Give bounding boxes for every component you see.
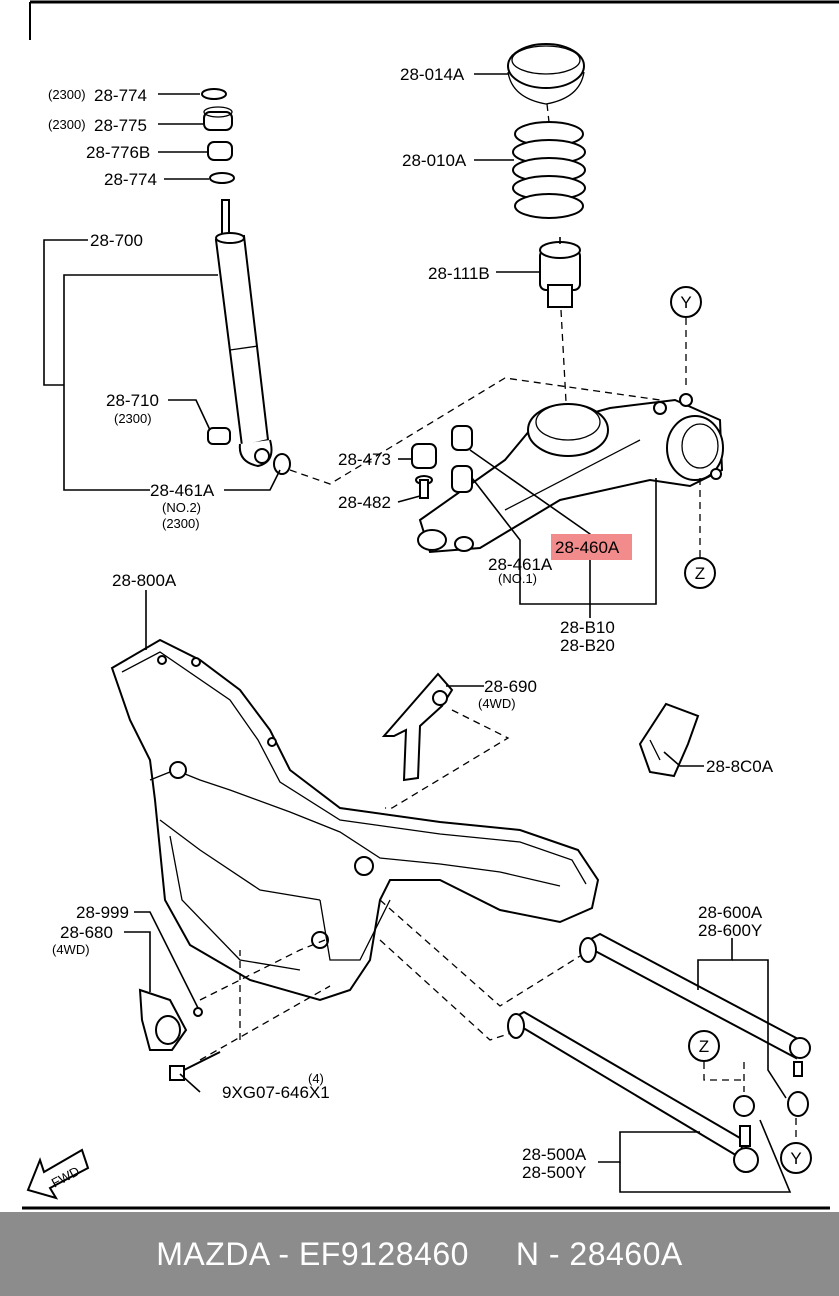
bracket-4wd-part [381,672,454,782]
bolt-part [169,1051,221,1081]
ref-marker-y-bottom: Y [780,1142,812,1174]
label-variant-2300-d: (2300) [162,516,200,531]
label-28-600a[interactable]: 28-600A [698,903,763,922]
svg-text:Y: Y [790,1149,801,1168]
spring-seat-part [507,43,585,105]
label-28-461a-no1[interactable]: 28-461A [488,555,553,574]
label-28-8c0a[interactable]: 28-8C0A [706,757,774,776]
label-qty-4: (4) [308,1071,324,1086]
label-bolt-9xg07[interactable]: 9XG07-646X1 [222,1083,330,1102]
label-28-460a-highlighted[interactable]: 28-460A [555,538,620,557]
lateral-link-600-part [579,932,811,1117]
bracket-8c0a-part [638,702,700,778]
label-no1: (NO.1) [498,571,537,586]
bushing-parts [411,425,473,499]
label-28-500y[interactable]: 28-500Y [522,1163,586,1182]
label-28-800a[interactable]: 28-800A [112,571,177,590]
label-variant-2300-c: (2300) [114,411,152,426]
label-28-680[interactable]: 28-680 [60,923,113,942]
label-variant-2300-b: (2300) [48,117,86,132]
lateral-link-500-part [507,1010,759,1173]
label-28-600y[interactable]: 28-600Y [698,921,762,940]
ref-marker-z-top: Z [684,557,716,589]
exploded-parts-diagram: Y Z Z Y 28-014A 28-010A 28-111B (2300) 2… [22,0,839,1210]
leader-lines [43,73,792,1193]
highlight-box [551,534,632,560]
label-28-482[interactable]: 28-482 [338,493,391,512]
shock-mount-washers [201,88,235,184]
footer-bar: MAZDA - EF9128460 N - 28460A [0,1212,839,1296]
label-28-014a[interactable]: 28-014A [400,65,465,84]
label-28-690[interactable]: 28-690 [484,677,537,696]
shock-absorber-part [214,199,273,468]
forward-arrow-icon [26,1148,90,1200]
svg-text:Z: Z [699,1037,709,1056]
label-variant-2300-a: (2300) [48,87,86,102]
mount-bracket-4wd-part [138,988,203,1051]
label-28-010a[interactable]: 28-010A [402,151,467,170]
svg-text:Y: Y [680,293,691,312]
footer-part-reference: MAZDA - EF9128460 N - 28460A [156,1235,683,1272]
svg-text:Z: Z [695,564,705,583]
label-28-500a[interactable]: 28-500A [522,1145,587,1164]
lower-control-arm-part [417,393,724,554]
label-28-776b[interactable]: 28-776B [86,143,150,162]
label-28-775[interactable]: 28-775 [94,116,147,135]
label-28-774-a[interactable]: 28-774 [94,86,147,105]
crossmember-part [110,638,600,1002]
ref-marker-z-bottom: Z [688,1030,720,1062]
ref-marker-y-top: Y [670,286,702,318]
label-variant-4wd-b: (4WD) [52,942,90,957]
label-28-774-b[interactable]: 28-774 [104,170,157,189]
label-variant-4wd-a: (4WD) [478,696,516,711]
bushing-2300-part [207,427,291,475]
label-28-111b[interactable]: 28-111B [428,264,490,283]
label-28-b20[interactable]: 28-B20 [560,636,615,655]
coil-spring-part [512,121,586,219]
bump-stop-part [539,237,581,308]
label-28-700[interactable]: 28-700 [90,231,143,250]
label-28-999[interactable]: 28-999 [76,903,129,922]
label-28-710[interactable]: 28-710 [106,391,159,410]
label-28-461a-no2[interactable]: 28-461A [150,481,215,500]
label-28-b10[interactable]: 28-B10 [560,618,615,637]
label-no2: (NO.2) [162,500,201,515]
label-28-473[interactable]: 28-473 [338,450,391,469]
